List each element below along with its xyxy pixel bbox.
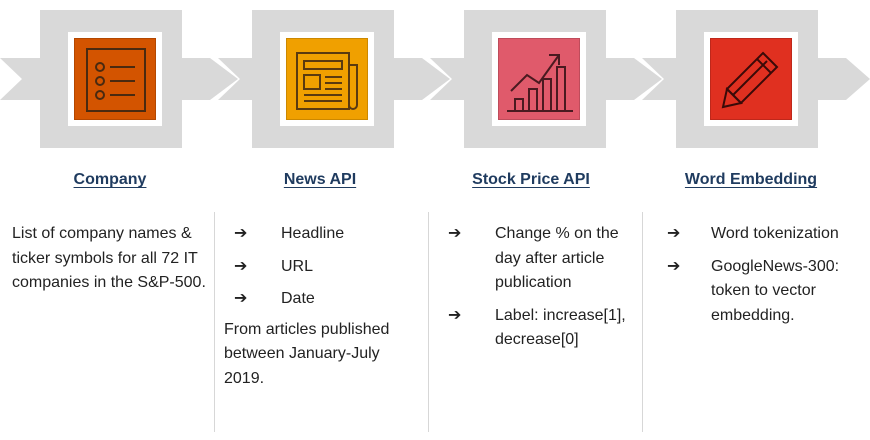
company-text: List of company names & ticker symbols f… xyxy=(12,225,206,291)
stage-title-word-embedding: Word Embedding xyxy=(684,171,818,188)
bullet-item: ➔ Date xyxy=(224,287,424,312)
stage-title-company: Company xyxy=(73,171,147,188)
bullet-item: ➔ Word tokenization xyxy=(655,222,865,247)
bullet-text: GoogleNews-300: token to vector embeddin… xyxy=(711,257,840,324)
bullet-text: Headline xyxy=(281,225,345,242)
arrow-icon: ➔ xyxy=(234,290,248,307)
company-description: List of company names & ticker symbols f… xyxy=(12,222,208,296)
newspaper-icon xyxy=(296,52,358,110)
arrow-icon: ➔ xyxy=(667,257,681,275)
bullet-text: URL xyxy=(281,257,314,275)
company-icon-tile xyxy=(74,38,156,120)
bullet-text: Word tokenization xyxy=(711,225,839,242)
arrow-icon: ➔ xyxy=(234,225,248,242)
bullet-item: ➔ GoogleNews-300: token to vector embedd… xyxy=(655,255,865,329)
column-divider xyxy=(214,212,215,432)
bullet-text: Date xyxy=(281,290,315,307)
growth-chart-icon xyxy=(507,54,573,112)
bullet-item: ➔ URL xyxy=(224,255,424,280)
word-embedding-details: ➔ Word tokenization ➔ GoogleNews-300: to… xyxy=(655,222,865,336)
embedding-icon-tile xyxy=(710,38,792,120)
list-icon xyxy=(86,48,146,112)
stage-title-stock-price-api: Stock Price API xyxy=(472,171,590,188)
bullet-item: ➔ Change % on the day after article publ… xyxy=(438,222,638,296)
column-divider xyxy=(428,212,429,432)
bullet-item: ➔ Headline xyxy=(224,222,424,247)
arrow-icon: ➔ xyxy=(234,257,248,275)
bullet-item: ➔ Label: increase[1], decrease[0] xyxy=(438,304,638,353)
arrow-icon: ➔ xyxy=(667,225,681,242)
bullet-text: Label: increase[1], decrease[0] xyxy=(495,306,626,349)
arrow-icon: ➔ xyxy=(448,225,462,242)
news-api-details: ➔ Headline ➔ URL ➔ Date From articles pu… xyxy=(224,222,424,391)
pencil-icon xyxy=(721,51,779,109)
bullet-text: Change % on the day after article public… xyxy=(495,225,619,291)
news-icon-tile xyxy=(286,38,368,120)
stock-price-api-details: ➔ Change % on the day after article publ… xyxy=(438,222,638,361)
arrow-icon: ➔ xyxy=(448,306,462,324)
column-divider xyxy=(642,212,643,432)
news-note: From articles published between January-… xyxy=(224,320,390,387)
stock-icon-tile xyxy=(498,38,580,120)
stage-title-news-api: News API xyxy=(283,171,357,188)
